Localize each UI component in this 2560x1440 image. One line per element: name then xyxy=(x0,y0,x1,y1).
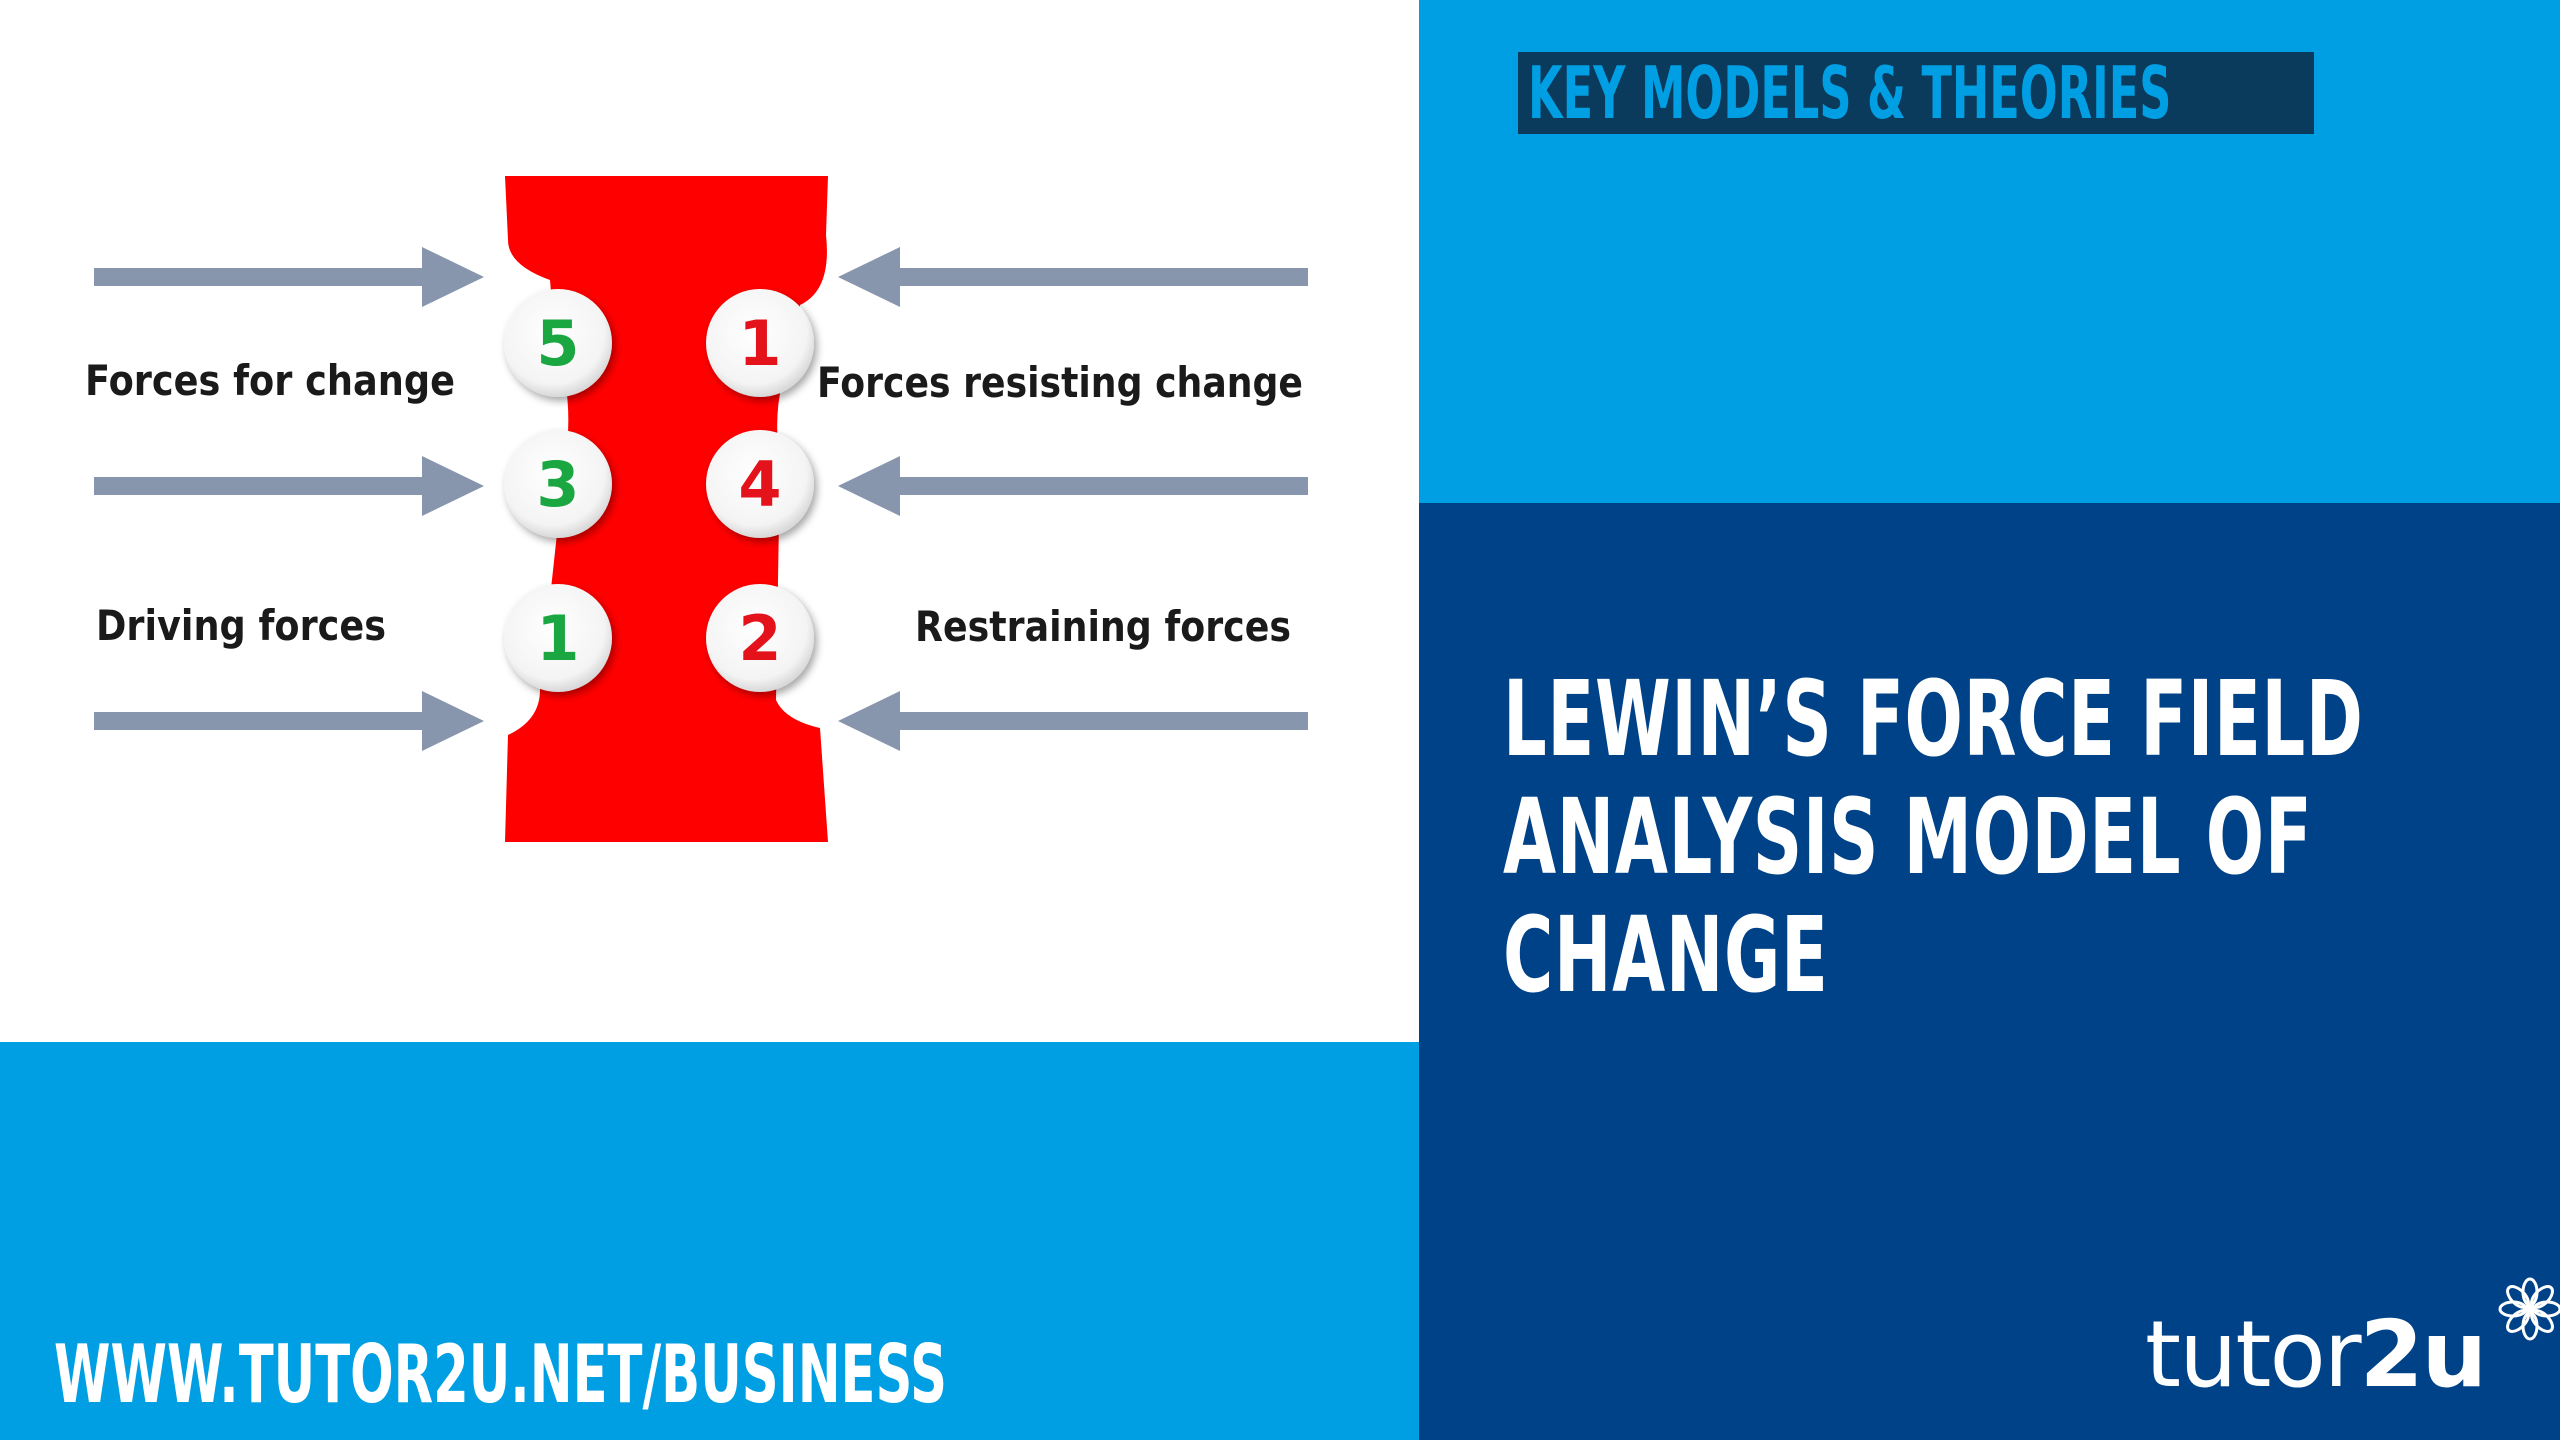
brand-suffix: 2u xyxy=(2359,1301,2488,1408)
restraining-arrow-top xyxy=(838,247,1308,307)
forces-resisting-change-label: Forces resisting change xyxy=(817,358,1303,407)
section-tag-text: KEY MODELS & THEORIES xyxy=(1528,51,2172,135)
svg-text:4: 4 xyxy=(738,448,781,521)
driving-score-2: 3 xyxy=(504,430,612,538)
driving-score-1: 5 xyxy=(504,289,612,397)
title-panel xyxy=(1419,503,2560,1440)
title-line-2: ANALYSIS MODEL OF xyxy=(1503,776,2313,898)
svg-text:2: 2 xyxy=(738,602,781,675)
svg-text:3: 3 xyxy=(536,448,579,521)
page-title: LEWIN’S FORCE FIELD ANALYSIS MODEL OF CH… xyxy=(1503,660,2560,1014)
brand-name: tutor2u xyxy=(2145,1301,2488,1408)
title-line-1: LEWIN’S FORCE FIELD xyxy=(1503,658,2364,780)
restraining-score-3: 2 xyxy=(706,584,814,692)
restraining-arrow-middle xyxy=(838,456,1308,516)
svg-text:1: 1 xyxy=(536,602,579,675)
restraining-arrow-bottom xyxy=(838,691,1308,751)
restraining-score-2: 4 xyxy=(706,430,814,538)
section-tag: KEY MODELS & THEORIES xyxy=(1518,52,2314,134)
restraining-forces-label: Restraining forces xyxy=(915,602,1291,651)
diagram-panel: 5 3 1 1 4 2 Forces for change Forces res… xyxy=(0,0,1419,1042)
restraining-score-1: 1 xyxy=(706,289,814,397)
driving-score-3: 1 xyxy=(504,584,612,692)
forces-for-change-label: Forces for change xyxy=(85,356,455,405)
brand-logo: tutor2u xyxy=(2145,1277,2560,1410)
driving-forces-label: Driving forces xyxy=(96,601,386,650)
driving-arrow-middle xyxy=(94,456,484,516)
title-line-3: CHANGE xyxy=(1503,894,1829,1016)
svg-text:1: 1 xyxy=(738,307,781,380)
force-field-diagram: 5 3 1 1 4 2 Forces for change Forces res… xyxy=(85,176,1308,842)
driving-arrow-top xyxy=(94,247,484,307)
site-url-link[interactable]: WWW.TUTOR2U.NET/BUSINESS xyxy=(54,1330,1449,1420)
footer-panel xyxy=(0,1042,1419,1440)
site-url-text: WWW.TUTOR2U.NET/BUSINESS xyxy=(54,1328,947,1421)
driving-arrow-bottom xyxy=(94,691,484,751)
svg-text:5: 5 xyxy=(536,307,579,380)
flower-icon xyxy=(2498,1277,2560,1341)
brand-prefix: tutor xyxy=(2145,1301,2362,1408)
